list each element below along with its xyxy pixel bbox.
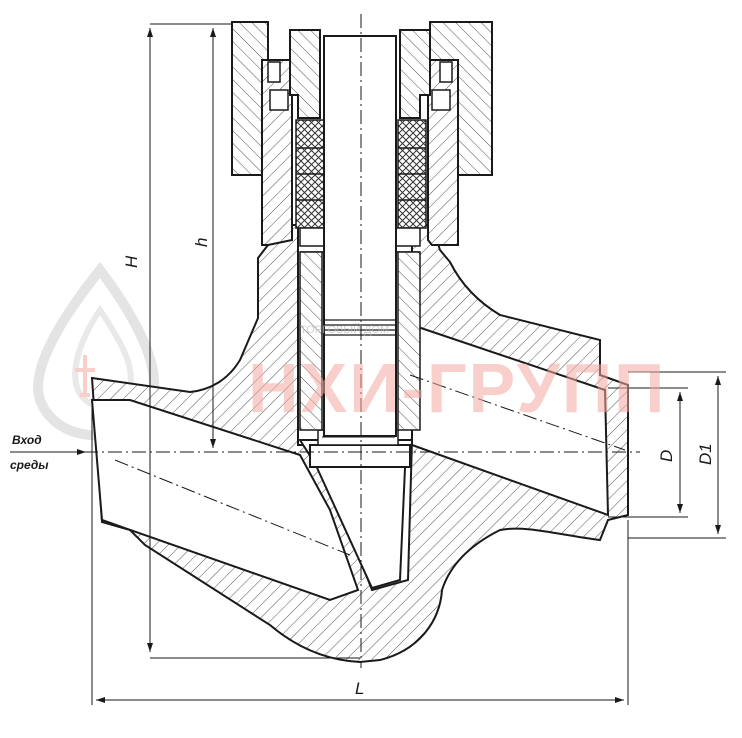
disc-collar [309,444,411,468]
guide-bushing-left [299,251,323,431]
bonnet-right [427,59,459,246]
dim-label-D1: D1 [696,443,715,465]
inlet-label-line1: Вход [12,433,42,447]
watermark-brand: НХИ-ГРУПП [248,349,666,427]
dimension-lines [10,23,726,705]
valve-stem [323,35,397,437]
dim-label-h: h [192,238,211,247]
dim-label-L: L [355,679,364,698]
gland-follower [289,29,431,119]
bonnet-left [261,59,293,246]
dim-label-D: D [657,450,676,462]
dim-label-H: H [122,255,141,268]
guide-bushing-right [397,251,421,431]
inlet-bore [90,399,360,602]
watermark-small-text: ТОРГОВЫЙ ДОМ [300,323,389,336]
inlet-label-line2: среды [10,458,49,472]
center-lines [60,14,640,668]
